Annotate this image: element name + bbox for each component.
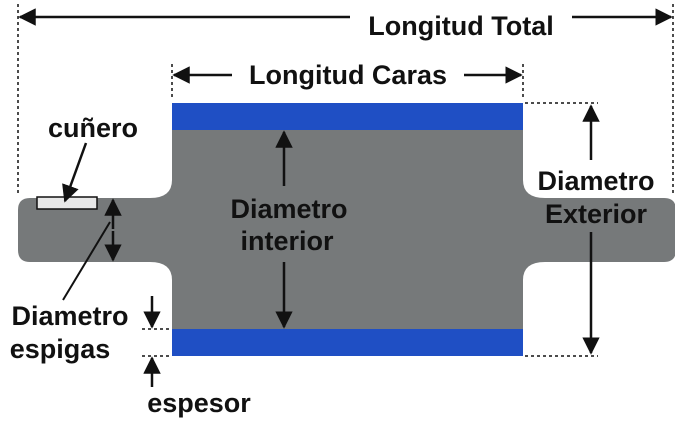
diametro-espigas-label-line1: Diametro (11, 301, 128, 331)
diametro-exterior-label-line2: Exterior (545, 199, 648, 229)
cunero-label: cuñero (48, 113, 138, 143)
diametro-espigas-label-line2: espigas (10, 334, 111, 364)
longitud-total-label: Longitud Total (368, 11, 553, 41)
diametro-espigas-pointer (62, 221, 111, 301)
longitud-caras-label: Longitud Caras (249, 60, 447, 90)
roller-body (18, 103, 675, 356)
diametro-interior-label-line1: Diametro (230, 194, 347, 224)
top-face-band (172, 103, 523, 130)
diametro-interior-label-line2: interior (240, 226, 334, 256)
diametro-exterior-label-line1: Diametro (537, 166, 654, 196)
bottom-face-band (172, 329, 523, 356)
dashed-extension-lines (17, 4, 674, 357)
cunero-pointer-arrow (62, 142, 88, 203)
espesor-label: espesor (147, 388, 251, 418)
